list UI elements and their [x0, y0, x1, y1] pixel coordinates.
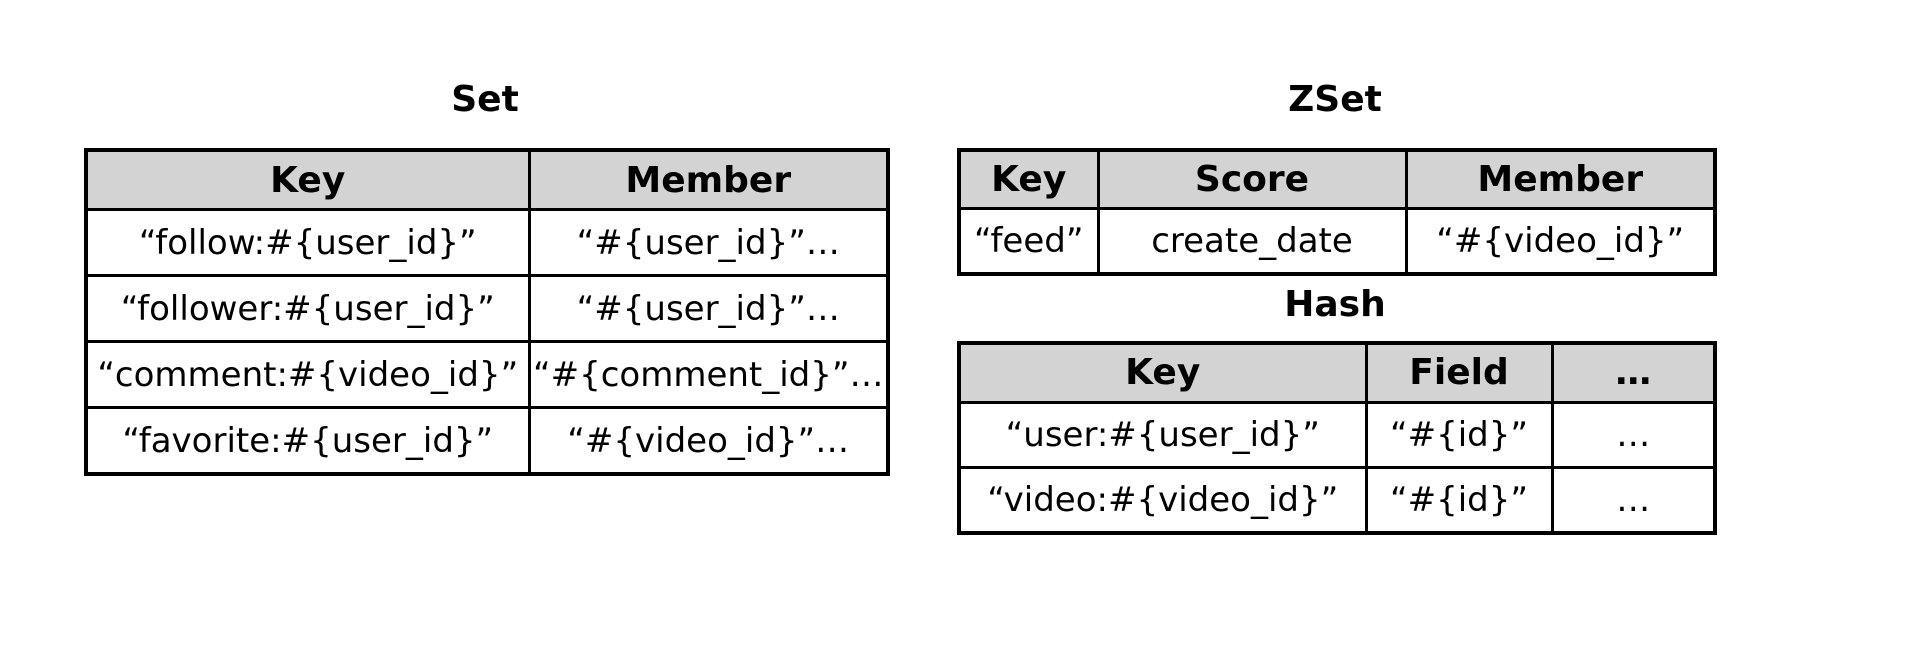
set-cell-key: “favorite:#{user_id}”	[84, 406, 531, 476]
zset-cell-key: “feed”	[957, 207, 1100, 276]
hash-title: Hash	[1284, 284, 1386, 325]
hash-cell-field: “#{id}”	[1364, 400, 1554, 470]
zset-table: Key Score Member “feed” create_date “#{v…	[957, 148, 1717, 276]
hash-header-more: …	[1550, 341, 1717, 404]
zset-header-key: Key	[957, 148, 1100, 211]
table-row: “comment:#{video_id}” “#{comment_id}”…	[84, 340, 890, 410]
set-cell-member: “#{user_id}”…	[527, 274, 890, 344]
hash-cell-field: “#{id}”	[1364, 466, 1554, 535]
zset-header-row: Key Score Member	[957, 148, 1717, 211]
hash-cell-more: …	[1550, 400, 1717, 470]
zset-header-score: Score	[1096, 148, 1408, 211]
hash-header-key: Key	[957, 341, 1368, 404]
table-row: “feed” create_date “#{video_id}”	[957, 207, 1717, 276]
table-row: “video:#{video_id}” “#{id}” …	[957, 466, 1717, 535]
set-header-row: Key Member	[84, 148, 890, 212]
table-row: “follow:#{user_id}” “#{user_id}”…	[84, 208, 890, 278]
set-table: Key Member “follow:#{user_id}” “#{user_i…	[84, 148, 890, 476]
zset-cell-score: create_date	[1096, 207, 1408, 276]
table-row: “favorite:#{user_id}” “#{video_id}”…	[84, 406, 890, 476]
set-cell-key: “follower:#{user_id}”	[84, 274, 531, 344]
hash-cell-key: “video:#{video_id}”	[957, 466, 1368, 535]
hash-cell-more: …	[1550, 466, 1717, 535]
set-cell-member: “#{comment_id}”…	[527, 340, 890, 410]
zset-header-member: Member	[1404, 148, 1717, 211]
zset-title: ZSet	[1288, 79, 1382, 120]
set-header-member: Member	[527, 148, 890, 212]
hash-header-row: Key Field …	[957, 341, 1717, 404]
table-row: “follower:#{user_id}” “#{user_id}”…	[84, 274, 890, 344]
set-cell-key: “comment:#{video_id}”	[84, 340, 531, 410]
set-cell-member: “#{user_id}”…	[527, 208, 890, 278]
set-cell-member: “#{video_id}”…	[527, 406, 890, 476]
hash-cell-key: “user:#{user_id}”	[957, 400, 1368, 470]
set-header-key: Key	[84, 148, 531, 212]
hash-table: Key Field … “user:#{user_id}” “#{id}” … …	[957, 341, 1717, 535]
set-title: Set	[451, 79, 519, 120]
table-row: “user:#{user_id}” “#{id}” …	[957, 400, 1717, 470]
set-cell-key: “follow:#{user_id}”	[84, 208, 531, 278]
hash-header-field: Field	[1364, 341, 1554, 404]
zset-cell-member: “#{video_id}”	[1404, 207, 1717, 276]
